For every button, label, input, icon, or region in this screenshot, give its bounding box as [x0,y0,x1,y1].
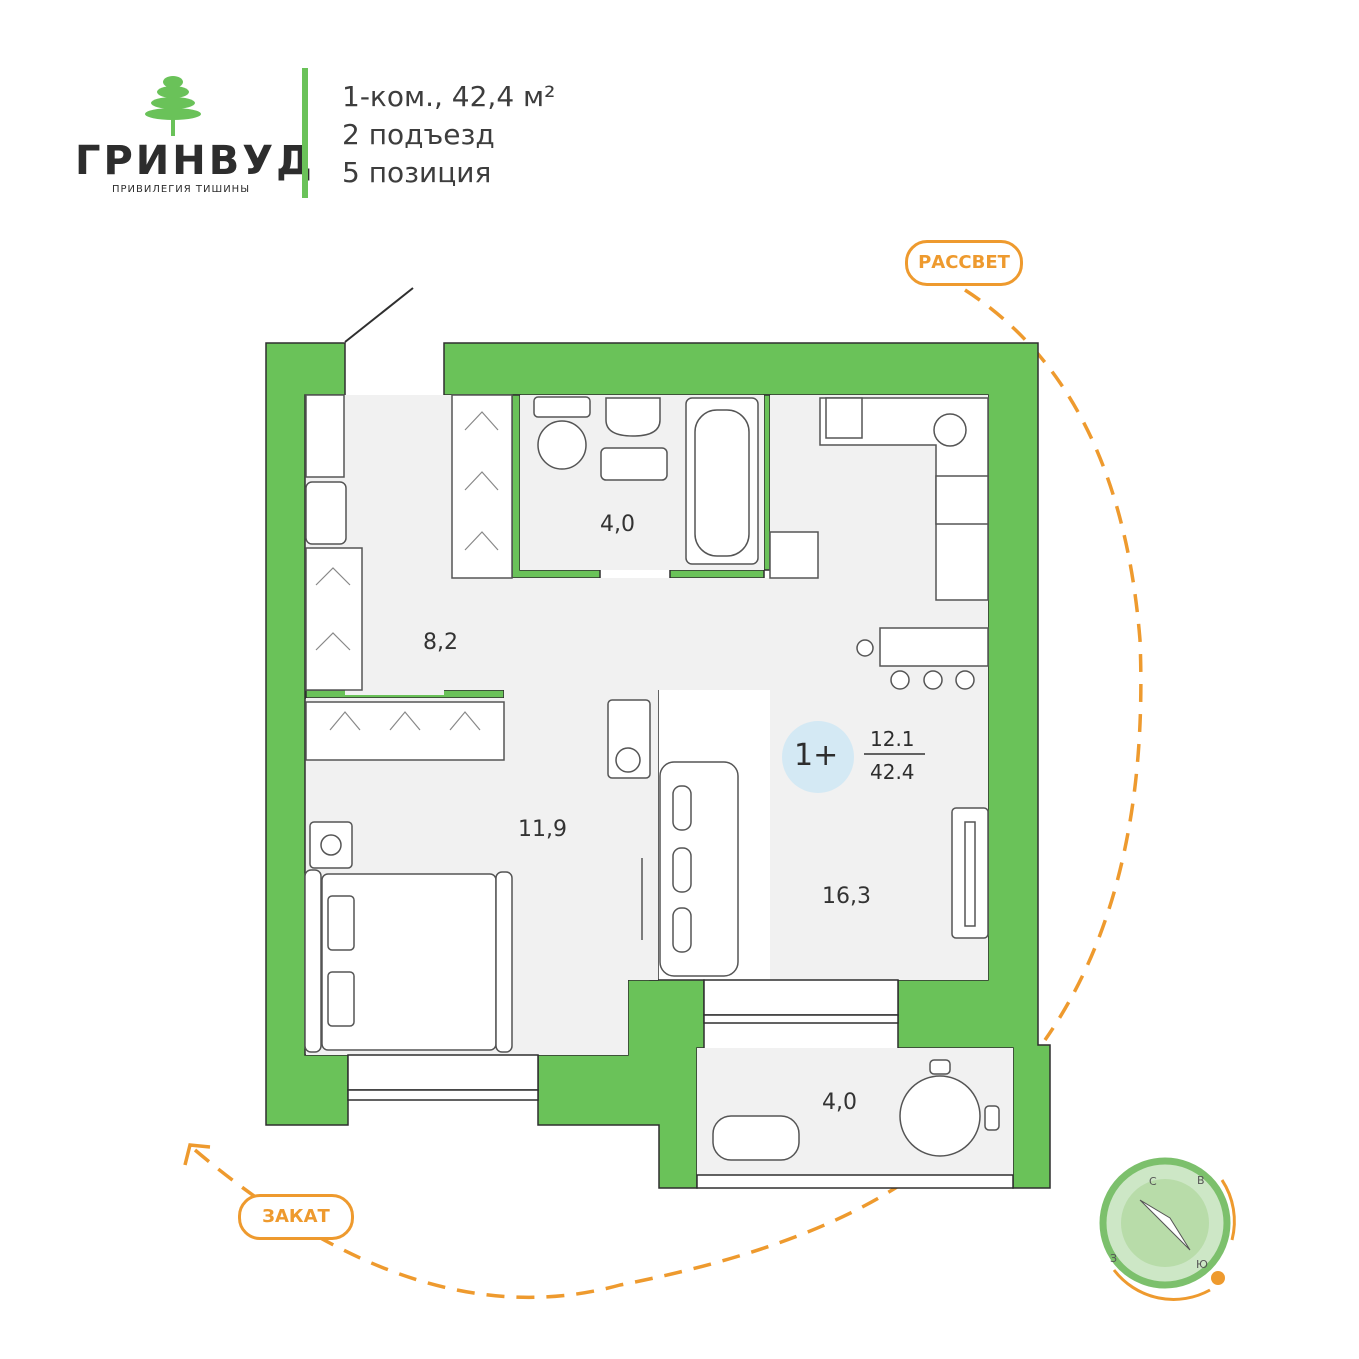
brand-tagline: ПРИВИЛЕГИЯ ТИШИНЫ [112,184,251,195]
tree-icon [145,76,201,136]
sunrise-tag: РАССВЕТ [905,240,1023,286]
brand-name: ГРИНВУД [75,138,315,184]
info-rooms-area: 1-ком., 42,4 м² [342,80,556,113]
room-balcony-area: 4,0 [822,1090,857,1115]
total-area: 42.4 [870,760,915,784]
apartment-badge [782,721,854,793]
sunset-arrow-icon [183,1143,211,1166]
apartment-type: 1+ [794,738,839,773]
balcony-furniture [712,1059,1000,1161]
svg-text:Ю: Ю [1196,1258,1208,1271]
svg-text:С: С [1149,1175,1157,1188]
room-hall-area: 8,2 [423,630,458,655]
room-bathroom-area: 4,0 [600,512,635,537]
header-divider [302,68,308,198]
sun-icon [1211,1271,1225,1285]
bedroom-furniture [304,821,643,1053]
kitchen [769,397,989,690]
info-position: 5 позиция [342,156,492,189]
room-living-area: 16,3 [822,884,871,909]
sunset-tag: ЗАКАТ [238,1194,354,1240]
living-furniture [607,699,989,977]
svg-text:З: З [1110,1252,1117,1265]
compass: С В Ю З [1099,1157,1236,1301]
bathroom-fixtures [533,396,759,565]
svg-text:В: В [1197,1174,1205,1187]
brand-logo: ГРИНВУД ПРИВИЛЕГИЯ ТИШИНЫ [60,60,312,210]
room-bedroom-area: 11,9 [518,817,567,842]
windows [347,979,1014,1189]
living-area: 12.1 [870,727,915,751]
info-entrance: 2 подъезд [342,118,495,151]
